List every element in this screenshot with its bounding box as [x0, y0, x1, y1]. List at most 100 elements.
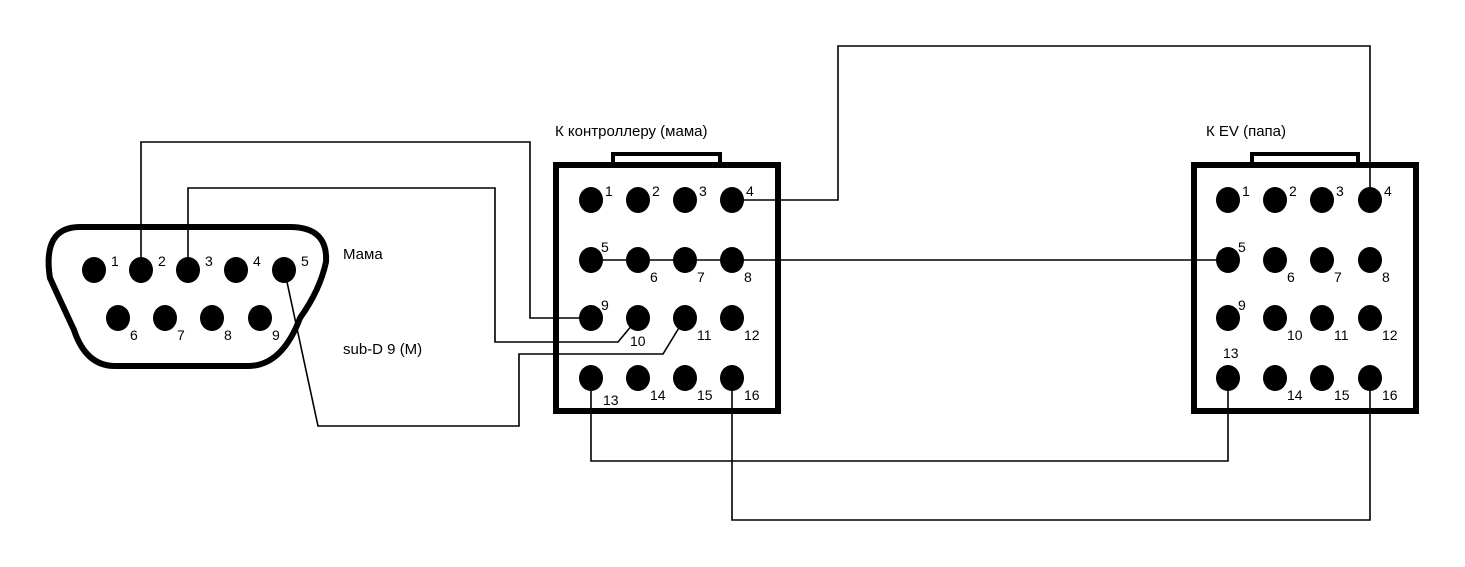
controller-pin-label: 15: [697, 387, 713, 403]
ev-pin-label: 9: [1238, 297, 1246, 313]
ev-title: К EV (папа): [1206, 123, 1286, 140]
ev-pin-1: [1216, 187, 1240, 213]
subd9-pin-4: [224, 257, 248, 283]
controller-pin-label: 16: [744, 387, 760, 403]
subd9-subtitle: sub-D 9 (M): [343, 341, 422, 358]
controller-pin-label: 1: [605, 183, 613, 199]
ev-pin-label: 8: [1382, 269, 1390, 285]
ev-pin-label: 3: [1336, 183, 1344, 199]
controller-pin-13: [579, 365, 603, 391]
ev-housing: [1191, 162, 1419, 414]
controller-pin-label: 7: [697, 269, 705, 285]
subd9-pin-2: [129, 257, 153, 283]
ev-pin-13: [1216, 365, 1240, 391]
ev-pin-10: [1263, 305, 1287, 331]
subd9-pin-9: [248, 305, 272, 331]
controller-pin-label: 13: [603, 392, 619, 408]
ev-pin-2: [1263, 187, 1287, 213]
ev-pin-label: 12: [1382, 327, 1398, 343]
controller-pin-15: [673, 365, 697, 391]
subd9-pin-8: [200, 305, 224, 331]
wires: [140, 45, 1371, 521]
wire-ctrl13-ev13: [590, 378, 1229, 462]
controller-housing: [553, 162, 781, 414]
ev-pin-7: [1310, 247, 1334, 273]
controller-pin-5: [579, 247, 603, 273]
controller-pin-6: [626, 247, 650, 273]
ev-pin-label: 7: [1334, 269, 1342, 285]
ev-pin-label: 16: [1382, 387, 1398, 403]
subd9-pin-5: [272, 257, 296, 283]
subd9-pin-label: 6: [130, 327, 138, 343]
subd9-pin-label: 2: [158, 253, 166, 269]
subd9-pin-label: 4: [253, 253, 261, 269]
wire-subd5-ctrl11: [283, 267, 686, 427]
ev-pin-6: [1263, 247, 1287, 273]
subd9-pin-1: [82, 257, 106, 283]
subd9-pin-7: [153, 305, 177, 331]
controller-pin-16: [720, 365, 744, 391]
ev-pin-label: 5: [1238, 239, 1246, 255]
controller-pin-label: 8: [744, 269, 752, 285]
ev-pin-label: 15: [1334, 387, 1350, 403]
controller-pin-3: [673, 187, 697, 213]
ev-pin-11: [1310, 305, 1334, 331]
subd9-shell: [45, 224, 330, 369]
ev-pin-8: [1358, 247, 1382, 273]
ev-pin-label: 6: [1287, 269, 1295, 285]
subd9-connector: 1 2 3 4 5 6 7 8 9 Мама sub-D 9 (M): [45, 224, 422, 369]
controller-pin-11: [673, 305, 697, 331]
controller-pin-2: [626, 187, 650, 213]
ev-pin-12: [1358, 305, 1382, 331]
controller-pin-14: [626, 365, 650, 391]
ev-pin-5: [1216, 247, 1240, 273]
subd9-pin-3: [176, 257, 200, 283]
ev-pin-9: [1216, 305, 1240, 331]
subd9-pin-label: 5: [301, 253, 309, 269]
controller-pin-4: [720, 187, 744, 213]
controller-pin-label: 9: [601, 297, 609, 313]
wire-ctrl4-ev4: [732, 45, 1371, 201]
controller-pin-label: 5: [601, 239, 609, 255]
ev-pin-label: 14: [1287, 387, 1303, 403]
ev-pin-label: 10: [1287, 327, 1303, 343]
controller-pin-8: [720, 247, 744, 273]
ev-pin-label: 2: [1289, 183, 1297, 199]
subd9-pin-label: 3: [205, 253, 213, 269]
controller-pin-1: [579, 187, 603, 213]
ev-pin-14: [1263, 365, 1287, 391]
controller-pin-label: 11: [697, 327, 712, 343]
ev-pin-label: 1: [1242, 183, 1250, 199]
controller-pin-7: [673, 247, 697, 273]
subd9-pin-label: 1: [111, 253, 119, 269]
controller-title: К контроллеру (мама): [555, 123, 707, 140]
ev-pin-15: [1310, 365, 1334, 391]
ev-pin-label: 11: [1334, 327, 1349, 343]
controller-pin-label: 3: [699, 183, 707, 199]
ev-pin-4: [1358, 187, 1382, 213]
controller-pin-label: 4: [746, 183, 754, 199]
ev-pin-label: 13: [1223, 345, 1239, 361]
wire-ctrl16-ev16: [731, 378, 1371, 521]
controller-pin-label: 6: [650, 269, 658, 285]
controller-pin-9: [579, 305, 603, 331]
subd9-pin-6: [106, 305, 130, 331]
controller-pin-10: [626, 305, 650, 331]
controller-pin-label: 10: [630, 333, 646, 349]
subd9-pin-label: 7: [177, 327, 185, 343]
ev-pin-16: [1358, 365, 1382, 391]
controller-pin-label: 2: [652, 183, 660, 199]
subd9-pin-label: 8: [224, 327, 232, 343]
subd9-title: Мама: [343, 246, 383, 263]
subd9-pin-label: 9: [272, 327, 280, 343]
controller-pin-12: [720, 305, 744, 331]
controller-pin-label: 14: [650, 387, 666, 403]
wire-subd3-ctrl10: [187, 187, 639, 343]
ev-pin-3: [1310, 187, 1334, 213]
controller-pin-label: 12: [744, 327, 760, 343]
wire-subd2-ctrl9: [140, 141, 591, 319]
ev-pin-label: 4: [1384, 183, 1392, 199]
